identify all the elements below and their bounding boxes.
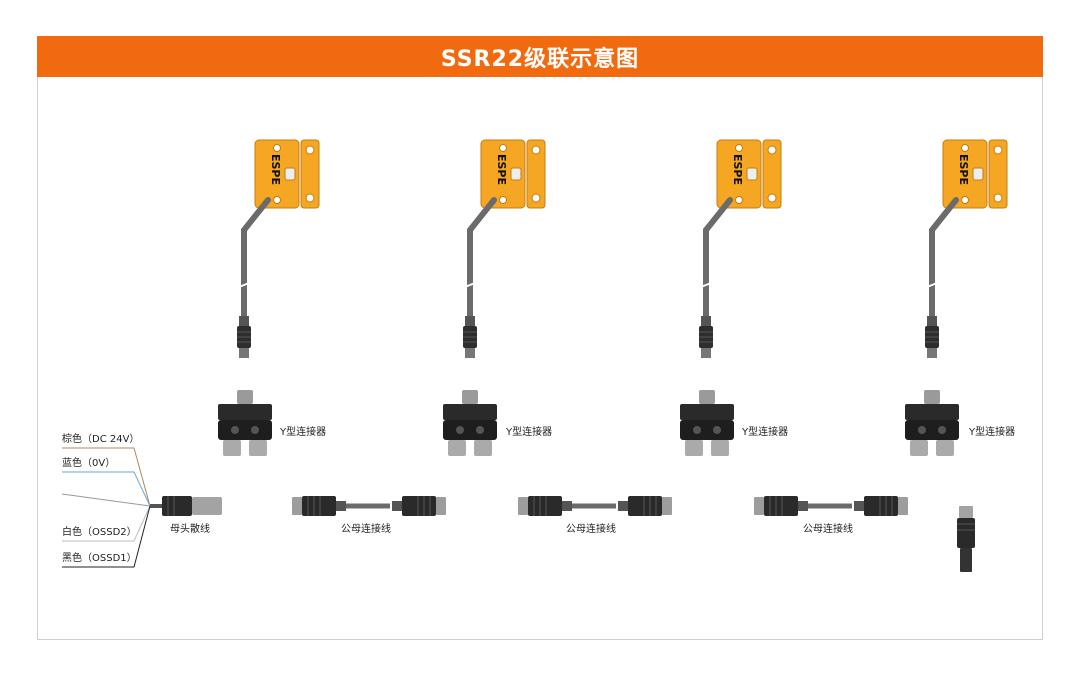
sensor-cable-4: [929, 197, 959, 323]
cable-break-marks: [238, 282, 938, 288]
title-banner: SSR22级联示意图: [37, 36, 1043, 77]
sensor-unit-3: ESPE: [716, 139, 782, 209]
male-female-cable-label-1: 公母连接线: [341, 524, 391, 535]
sensor-cable-2: [467, 197, 497, 323]
y-connector-label-3: Y型连接器: [742, 427, 789, 438]
y-connector-3: [680, 390, 734, 456]
sensor-unit-1: ESPE: [254, 139, 320, 209]
wire-label-brown: 棕色（DC 24V）: [62, 434, 140, 445]
y-connector-label-4: Y型连接器: [969, 427, 1016, 438]
male-female-cable-label-2: 公母连接线: [566, 524, 616, 535]
sensor-unit-4: ESPE: [942, 139, 1008, 209]
sensor-plug-2: [462, 315, 478, 359]
y-connector-4: [905, 390, 959, 456]
male-female-cable-3: [753, 495, 909, 517]
sensor-unit-2: ESPE: [480, 139, 546, 209]
terminating-plug: [957, 506, 975, 572]
flying-lead-wires: [61, 447, 151, 568]
male-female-cable-label-3: 公母连接线: [803, 524, 853, 535]
wire-label-black: 黑色（OSSD1）: [62, 553, 137, 564]
y-connector-label-2: Y型连接器: [506, 427, 553, 438]
sensor-logo: ESPE: [269, 154, 282, 185]
page-title: SSR22级联示意图: [440, 46, 640, 72]
wire-label-white: 白色（OSSD2）: [62, 527, 137, 538]
female-flying-lead-connector: [162, 496, 222, 516]
female-flying-lead-label: 母头散线: [170, 524, 210, 535]
sensor-cable-1: [241, 197, 271, 323]
sensor-plug-3: [698, 315, 714, 359]
sensor-plug-1: [236, 315, 252, 359]
y-connector-label-1: Y型连接器: [280, 427, 327, 438]
sensor-plug-4: [924, 315, 940, 359]
wire-label-blue: 蓝色（0V）: [62, 458, 116, 469]
sensor-logo: ESPE: [957, 154, 970, 185]
sensor-cable-3: [703, 197, 733, 323]
y-connector-1: [218, 390, 272, 456]
male-female-cable-2: [517, 495, 673, 517]
sensor-logo: ESPE: [731, 154, 744, 185]
diagram-frame: [37, 36, 1043, 640]
male-female-cable-1: [291, 495, 447, 517]
sensor-logo: ESPE: [495, 154, 508, 185]
y-connector-2: [443, 390, 497, 456]
